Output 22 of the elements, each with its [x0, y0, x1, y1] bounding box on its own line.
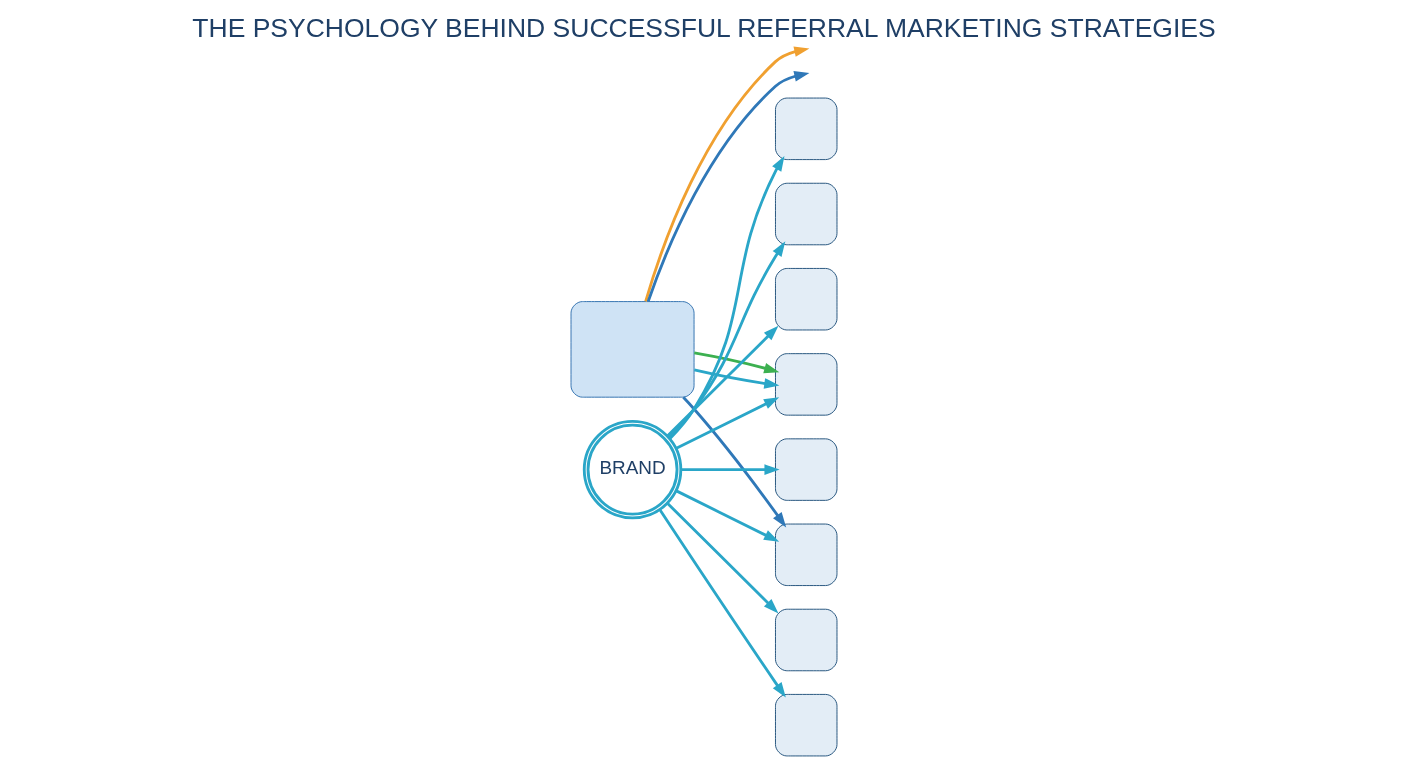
arrow: [668, 241, 786, 439]
node-box: [775, 97, 838, 161]
arrow: [694, 368, 780, 389]
arrow: [694, 351, 780, 374]
node-box: [775, 523, 838, 587]
arrow: [675, 489, 780, 542]
node-box: [570, 301, 695, 398]
arrow: [682, 396, 787, 528]
node-circle: BRAND: [582, 419, 683, 520]
node-box: [775, 182, 838, 246]
node-box: [775, 693, 838, 757]
diagram-title: THE PSYCHOLOGY BEHIND SUCCESSFUL REFERRAL MARKETING STRATEGIES: [192, 13, 1216, 44]
arrow: [675, 397, 780, 450]
arrow: [680, 464, 780, 475]
node-box: [775, 608, 838, 672]
node-box: [775, 267, 838, 331]
arrow: [666, 325, 779, 437]
arrow: [658, 509, 786, 698]
node-box: [775, 438, 838, 501]
arrow: [668, 155, 785, 440]
arrow: [666, 502, 779, 614]
node-box: [775, 353, 838, 416]
